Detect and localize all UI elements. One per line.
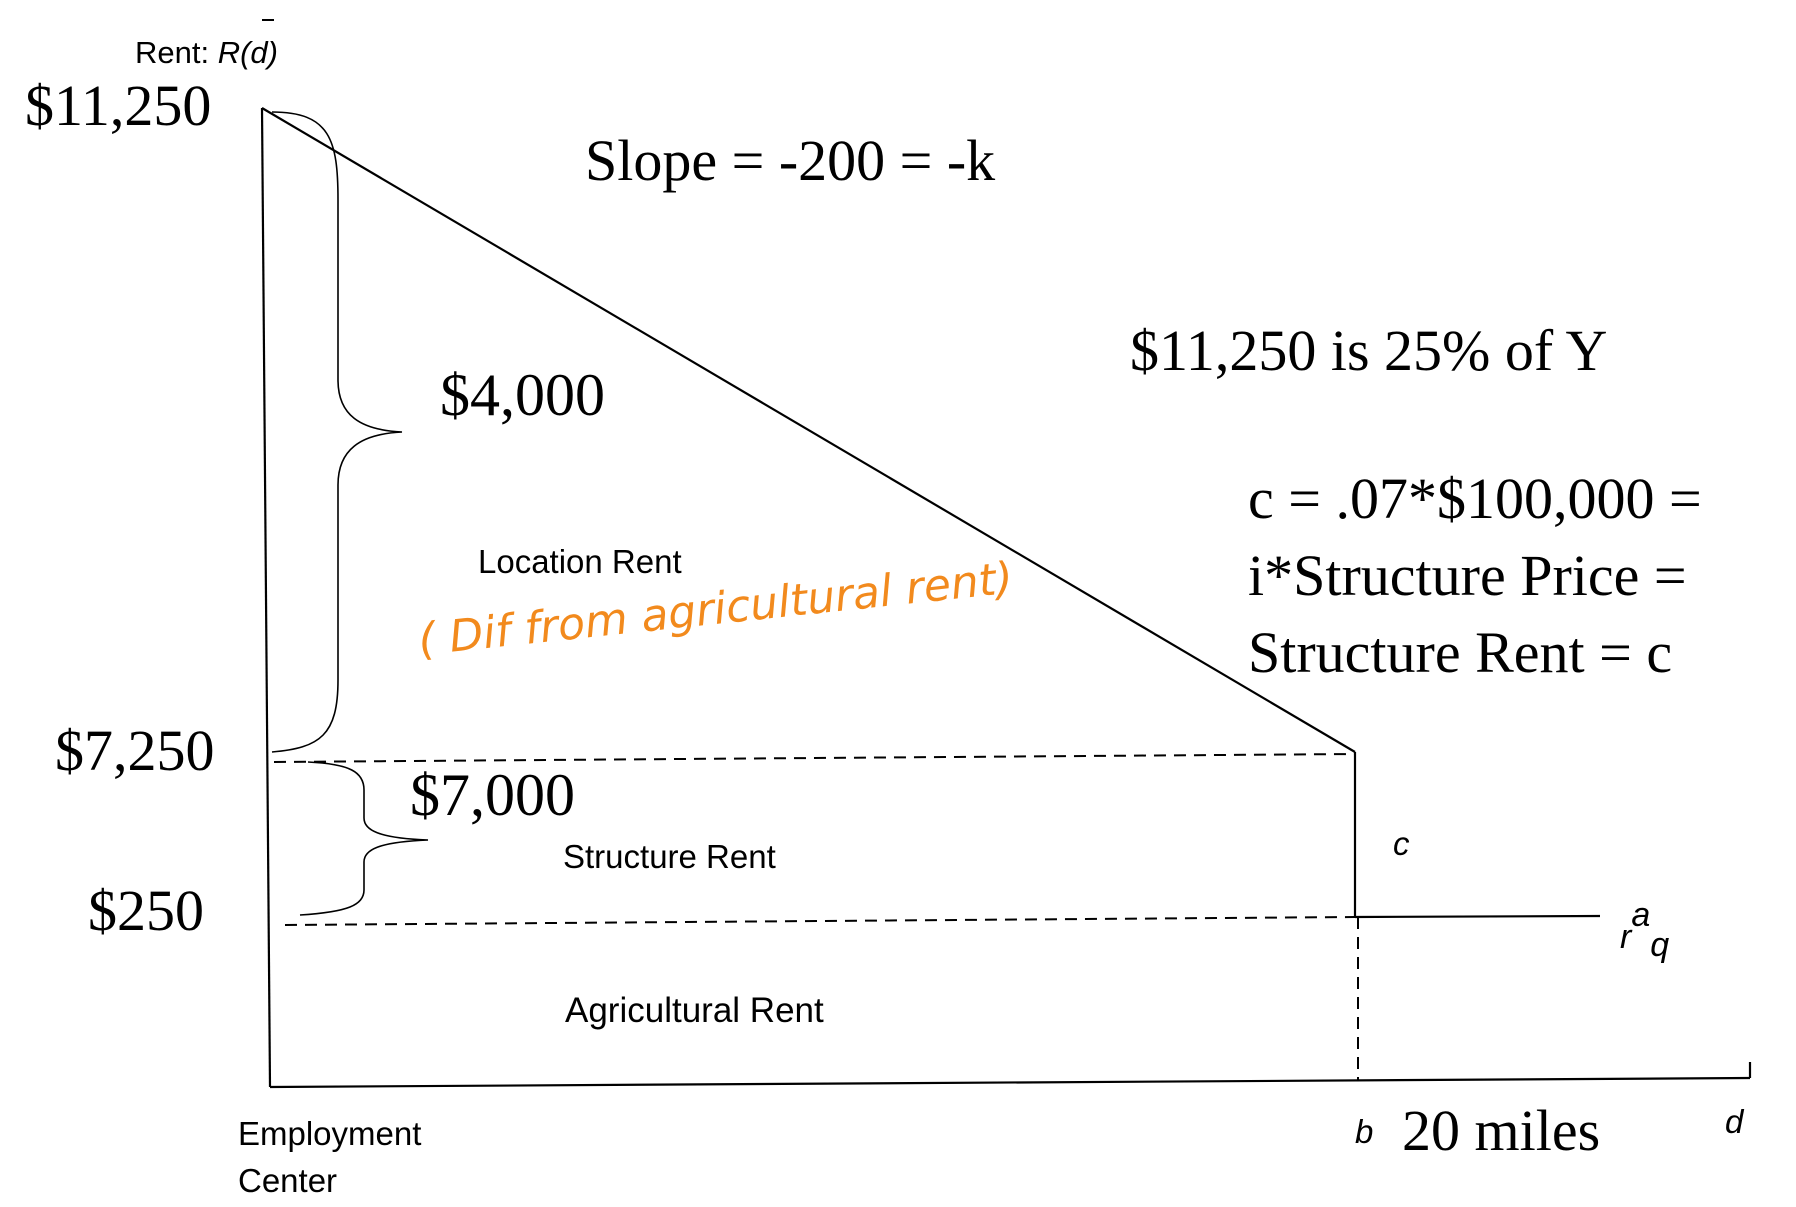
x-axis: [269, 1076, 1751, 1089]
agricultural-rent-line: [1354, 914, 1601, 919]
structure-rent-dashed-line: [273, 753, 1356, 763]
y-axis-label: Rent: R(d): [135, 35, 278, 70]
low-rent-value: $250: [88, 878, 204, 943]
y-axis-label-prefix: Rent:: [135, 35, 218, 70]
structure-rent-brace: [299, 761, 429, 916]
structure-rent-label: Structure Rent: [563, 838, 776, 875]
income-share-annotation: $11,250 is 25% of Y: [1130, 318, 1607, 383]
mid-rent-value: $7,250: [55, 718, 215, 783]
origin-label-line1: Employment: [238, 1115, 421, 1152]
structure-rent-formula-line1: c = .07*$100,000 =: [1248, 466, 1702, 531]
b-distance: 20 miles: [1402, 1098, 1600, 1163]
x-axis-label: d: [1725, 1103, 1745, 1140]
ra-subscript: q: [1650, 926, 1669, 964]
ra-superscript: a: [1631, 896, 1650, 934]
agricultural-rent-label: Agricultural Rent: [565, 991, 824, 1030]
top-rent-value: $11,250: [25, 73, 211, 138]
structure-rent-amount: $7,000: [410, 762, 575, 828]
b-label: b: [1355, 1113, 1373, 1150]
y-axis-label-function: R(d): [218, 35, 278, 70]
ra-base: r: [1620, 918, 1633, 956]
agricultural-rent-symbol: raq: [1620, 896, 1669, 964]
structure-rent-formula-line2: i*Structure Price =: [1248, 543, 1687, 608]
location-rent-brace: [271, 111, 403, 753]
location-rent-label: Location Rent: [478, 543, 682, 580]
c-label: c: [1393, 825, 1410, 862]
y-axis: [260, 107, 272, 1088]
origin-label-line2: Center: [238, 1162, 337, 1199]
location-rent-amount: $4,000: [440, 362, 605, 428]
slope-annotation: Slope = -200 = -k: [585, 128, 995, 193]
bid-rent-line: [261, 107, 1356, 753]
agricultural-rent-dashed-line: [284, 916, 1356, 926]
structure-rent-formula-line3: Structure Rent = c: [1248, 620, 1672, 685]
